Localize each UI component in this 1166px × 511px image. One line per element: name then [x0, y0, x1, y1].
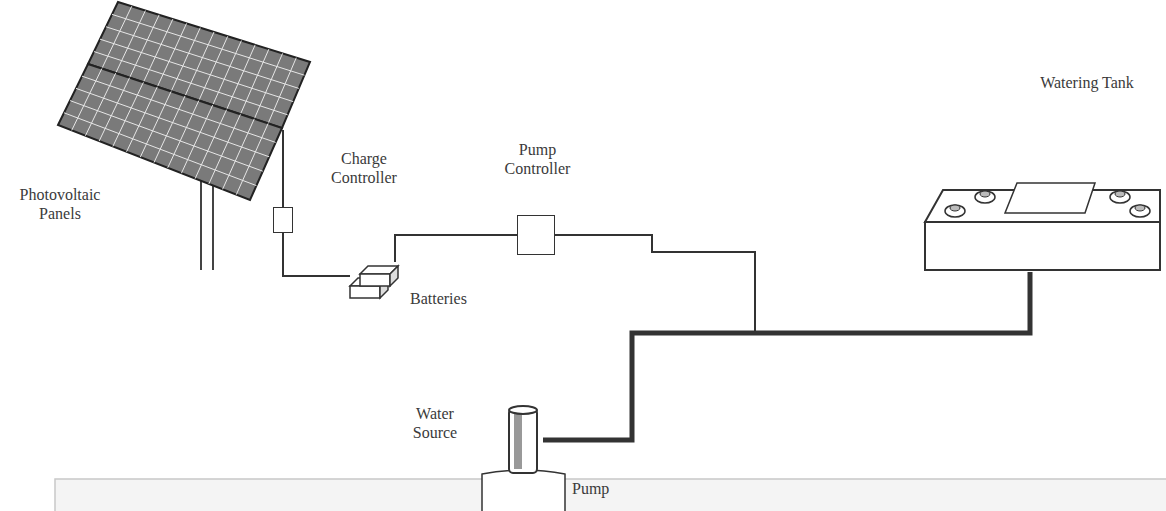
battery-front — [350, 286, 380, 298]
cell-line — [82, 76, 276, 142]
controller-box: Pump Controller — [517, 215, 555, 255]
watering-tank-drawing — [925, 175, 1160, 272]
node-label: Watering Tank — [1037, 73, 1137, 92]
tank-body — [925, 222, 1160, 270]
wire — [395, 235, 517, 262]
water-pipe — [543, 272, 1030, 440]
controller-box: Charge Controller — [273, 207, 293, 233]
pump-cap — [509, 406, 537, 414]
caption-panel — [55, 479, 1166, 511]
battery-bank: Batteries — [350, 262, 400, 300]
tank-valve — [1130, 205, 1150, 217]
node-label: Charge Controller — [319, 149, 409, 187]
tank-valve — [975, 191, 995, 203]
battery-bank-drawing — [350, 262, 400, 300]
node-label: Pump — [572, 479, 609, 498]
pump-drawing — [503, 405, 543, 473]
cell-line — [76, 88, 269, 156]
node-label: Batteries — [410, 289, 467, 308]
battery-side — [390, 266, 398, 286]
cell-line — [70, 101, 263, 172]
photovoltaic-panel-drawing — [55, 0, 315, 130]
tank-valve — [1110, 191, 1130, 203]
wire — [283, 233, 350, 276]
watering-tank: Watering Tank — [925, 175, 1160, 272]
wire — [543, 235, 755, 440]
battery-front — [360, 274, 390, 286]
cell-line — [64, 113, 256, 186]
free-label: Water Source — [398, 404, 472, 442]
tank-valve — [1135, 205, 1145, 211]
tank-valve — [1115, 191, 1125, 197]
tank-valve — [945, 205, 965, 217]
cell-line — [268, 58, 296, 124]
well-casing — [482, 470, 565, 511]
tank-valve — [950, 205, 960, 211]
pump-shade — [514, 413, 522, 469]
node-label: Photovoltaic Panels — [0, 185, 120, 223]
solar-panel — [58, 64, 282, 200]
wire — [282, 130, 284, 207]
tank-lid — [1005, 183, 1095, 213]
cell-line — [112, 14, 304, 75]
tank-valve — [980, 191, 990, 197]
node-label: Pump Controller — [490, 140, 585, 178]
pump-body — [509, 409, 537, 473]
photovoltaic-panel: Photovoltaic Panels — [55, 0, 315, 130]
pump: Pump — [503, 405, 543, 473]
